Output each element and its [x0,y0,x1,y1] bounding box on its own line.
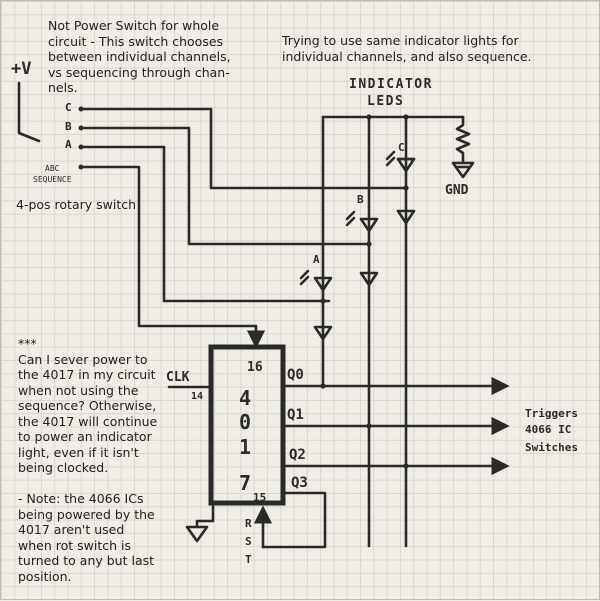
clk-label: CLK [166,370,190,385]
q3-reset-loop [261,491,327,549]
diode-q2 [396,209,416,225]
ic4066-label: 4066 IC [525,423,571,436]
vplus-label: +V [11,59,31,79]
chip-digit-1: 1 [239,435,251,459]
q1-label: Q1 [287,407,304,423]
led-c-label: C [398,141,405,154]
q0-label: Q0 [287,367,304,383]
rst-label-r: R [245,517,252,530]
wire-b [79,126,371,246]
diode-q0 [313,325,333,341]
diode-q1 [359,271,379,287]
led-a-indicator [313,276,333,292]
switch-pos-sequence: SEQUENCE [33,175,72,184]
vplus-wire [17,81,41,143]
rst-label-t: T [245,553,252,566]
indicator-note: Trying to use same indicator lights for … [282,33,532,64]
leds-label: LEDS [367,94,404,109]
q2-label: Q2 [289,447,306,463]
q3-label: Q3 [291,475,308,491]
pin15-label: 15 [253,491,266,504]
led-b-label: B [357,193,364,206]
led-a-light-rays [299,269,310,286]
wire-sequence [79,165,266,349]
resistor [455,115,471,163]
rotary-switch-contacts [78,106,84,170]
rst-label-s: S [245,535,252,548]
led-b-indicator [359,217,379,233]
gnd-label: GND [445,183,469,198]
wire-c [79,107,408,190]
chip-digit-0: 0 [239,410,251,434]
switches-label: Switches [525,441,578,454]
indicator-label: INDICATOR [349,77,433,92]
pin14-label: 14 [191,391,203,402]
triggers-label: Triggers [525,407,578,420]
question-note: *** Can I sever power to the 4017 in my … [18,336,158,584]
chip-digit-4: 4 [239,386,251,410]
switch-pos-abc: ABC [45,164,60,173]
switch-pos-a: A [65,138,72,151]
pin16-label: 16 [247,360,263,375]
led-a-label: A [313,253,320,266]
rotary-switch-label: 4-pos rotary switch [16,197,137,212]
switch-pos-c: C [65,101,72,114]
led-c-light-rays [385,150,396,167]
chip-digit-7: 7 [239,471,251,495]
chip-ground-wire [195,501,215,529]
switch-pos-b: B [65,120,72,133]
ground-symbol [451,161,475,179]
switch-note: Not Power Switch for whole circuit - Thi… [48,18,231,95]
led-b-light-rays [345,210,356,227]
chip-ground-symbol [185,525,209,543]
wire-a [79,145,331,303]
